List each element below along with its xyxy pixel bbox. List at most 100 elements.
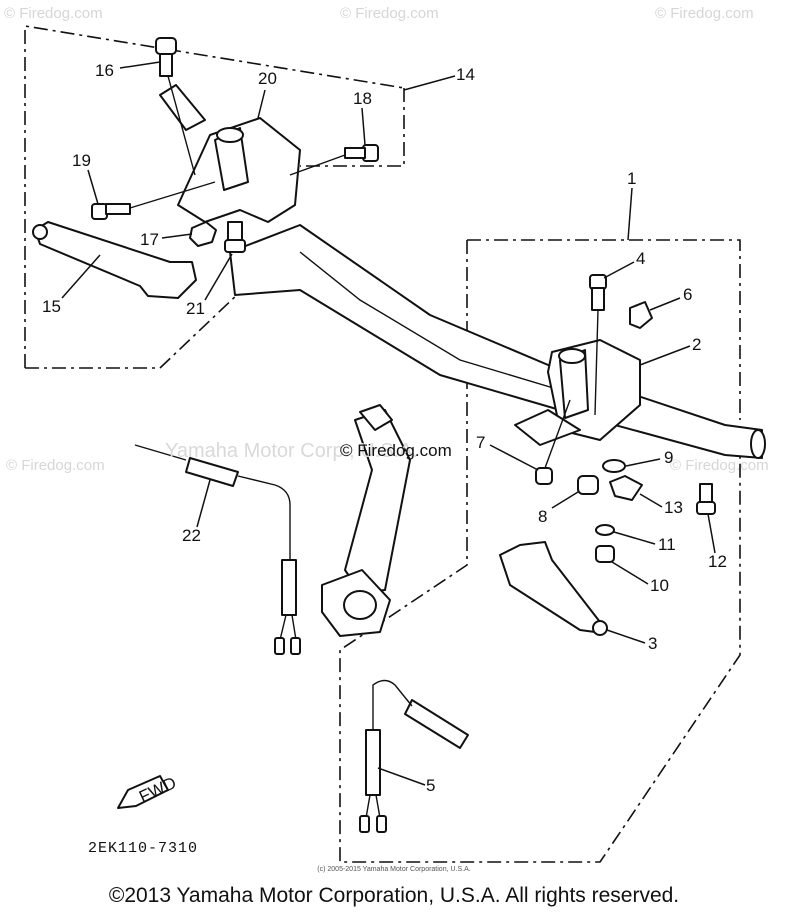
leader-21 [204, 253, 233, 301]
callout-18: 18 [353, 89, 372, 108]
watermark-mid-right: © Firedog.com [670, 457, 769, 474]
bolt-7-head [535, 467, 553, 485]
leader-8 [551, 491, 579, 509]
leader-20 [257, 89, 266, 119]
leader-7 [489, 444, 539, 471]
nut-17 [189, 221, 217, 247]
leader-2 [639, 345, 691, 366]
nut-10 [595, 545, 615, 563]
group-box-14-top [24, 25, 405, 368]
callout-19: 19 [72, 151, 91, 170]
group-box-1-outline [339, 240, 741, 863]
leader-4 [603, 261, 635, 279]
collar-8 [577, 475, 599, 495]
watermark-center: © Firedog.com [340, 441, 452, 460]
switch-5-terminal-b [376, 815, 387, 833]
callout-13: 13 [664, 498, 683, 517]
callout-15: 15 [42, 297, 61, 316]
callout-21: 21 [186, 299, 205, 318]
watermark-background: Yamaha Motor Corp., U.S.A. [165, 440, 419, 462]
callout-6: 6 [683, 285, 692, 304]
leader-9 [625, 458, 661, 467]
watermark-top-right: © Firedog.com [655, 5, 754, 22]
watermark-top-center: © Firedog.com [340, 5, 439, 22]
watermark-mid-left: © Firedog.com [6, 457, 105, 474]
bolt-18-axis [289, 154, 346, 176]
switch-22-body [185, 457, 239, 487]
bracket-13 [609, 475, 643, 501]
copyright-notice: ©2013 Yamaha Motor Corporation, U.S.A. A… [108, 884, 680, 907]
leader-5 [377, 767, 426, 786]
callout-14: 14 [456, 65, 475, 84]
callout-1: 1 [627, 169, 636, 188]
fwd-arrow [117, 775, 169, 809]
diagram-code: 2EK110-7310 [88, 840, 199, 857]
switch-5-wire [372, 679, 413, 735]
right-holder-bore [558, 348, 586, 364]
callout-7: 7 [476, 433, 485, 452]
switch-22-axis [134, 444, 187, 461]
leader-10 [611, 561, 649, 585]
callout-11: 11 [658, 535, 676, 554]
bolt-7-axis [544, 399, 571, 469]
leader-18 [361, 107, 366, 146]
switch-22-terminal-a [274, 637, 285, 655]
callout-17: 17 [140, 230, 159, 249]
leader-1 [627, 187, 633, 241]
washer-11 [595, 524, 615, 536]
switch-22-terminal-b [290, 637, 301, 655]
leader-15 [61, 254, 101, 299]
callout-16: 16 [95, 61, 114, 80]
switch-22-leads [279, 614, 297, 641]
switch-22-wire [237, 475, 291, 560]
frame-cap [359, 404, 393, 431]
left-bracket-flap [159, 84, 206, 131]
bolt-12-head [696, 501, 716, 515]
right-holder-flange [514, 409, 581, 446]
leader-13 [639, 493, 663, 508]
bolt-19-axis [129, 181, 216, 209]
washer-9 [602, 459, 626, 473]
switch-5-body [404, 699, 469, 749]
leader-19 [87, 169, 99, 205]
callout-12: 12 [708, 552, 727, 571]
callout-22: 22 [182, 526, 201, 545]
leader-16 [119, 61, 161, 69]
right-lever-tip [592, 620, 608, 636]
frame-stem [344, 409, 411, 593]
callout-10: 10 [650, 576, 669, 595]
cap-6 [629, 301, 653, 329]
switch-5-leads [365, 794, 381, 819]
leader-22 [196, 479, 211, 528]
switch-5-sleeve [365, 729, 381, 796]
bolt-19-shank [105, 203, 131, 215]
callout-2: 2 [692, 335, 701, 354]
handlebar-end [750, 429, 766, 459]
leader-11 [613, 531, 656, 545]
handlebar-highlight [299, 251, 561, 391]
callout-4: 4 [636, 249, 645, 268]
bolt-16-axis [167, 75, 196, 176]
bolt-18-shank [344, 147, 366, 159]
right-lever [499, 541, 601, 633]
small-copyright: (c) 2005-2015 Yamaha Motor Corporation, … [317, 866, 471, 873]
left-lever-tip [32, 224, 48, 240]
bolt-16-shank [159, 53, 173, 77]
callout-3: 3 [648, 634, 657, 653]
screw-4-axis [594, 309, 599, 416]
screw-4-head [589, 274, 607, 290]
leader-6 [649, 297, 681, 311]
leader-12 [707, 513, 716, 554]
switch-22-sleeve [281, 559, 297, 616]
callout-9: 9 [664, 448, 673, 467]
group-box-1-top [467, 239, 741, 420]
screw-21-head [224, 239, 246, 253]
screw-4-shank [591, 287, 605, 311]
callout-5: 5 [426, 776, 435, 795]
bolt-16-head [155, 37, 177, 55]
group-box-14-side [300, 88, 405, 167]
bolt-19-head [91, 203, 108, 220]
left-bracket-bore [216, 127, 244, 143]
frame-bolt-hole [343, 590, 377, 620]
